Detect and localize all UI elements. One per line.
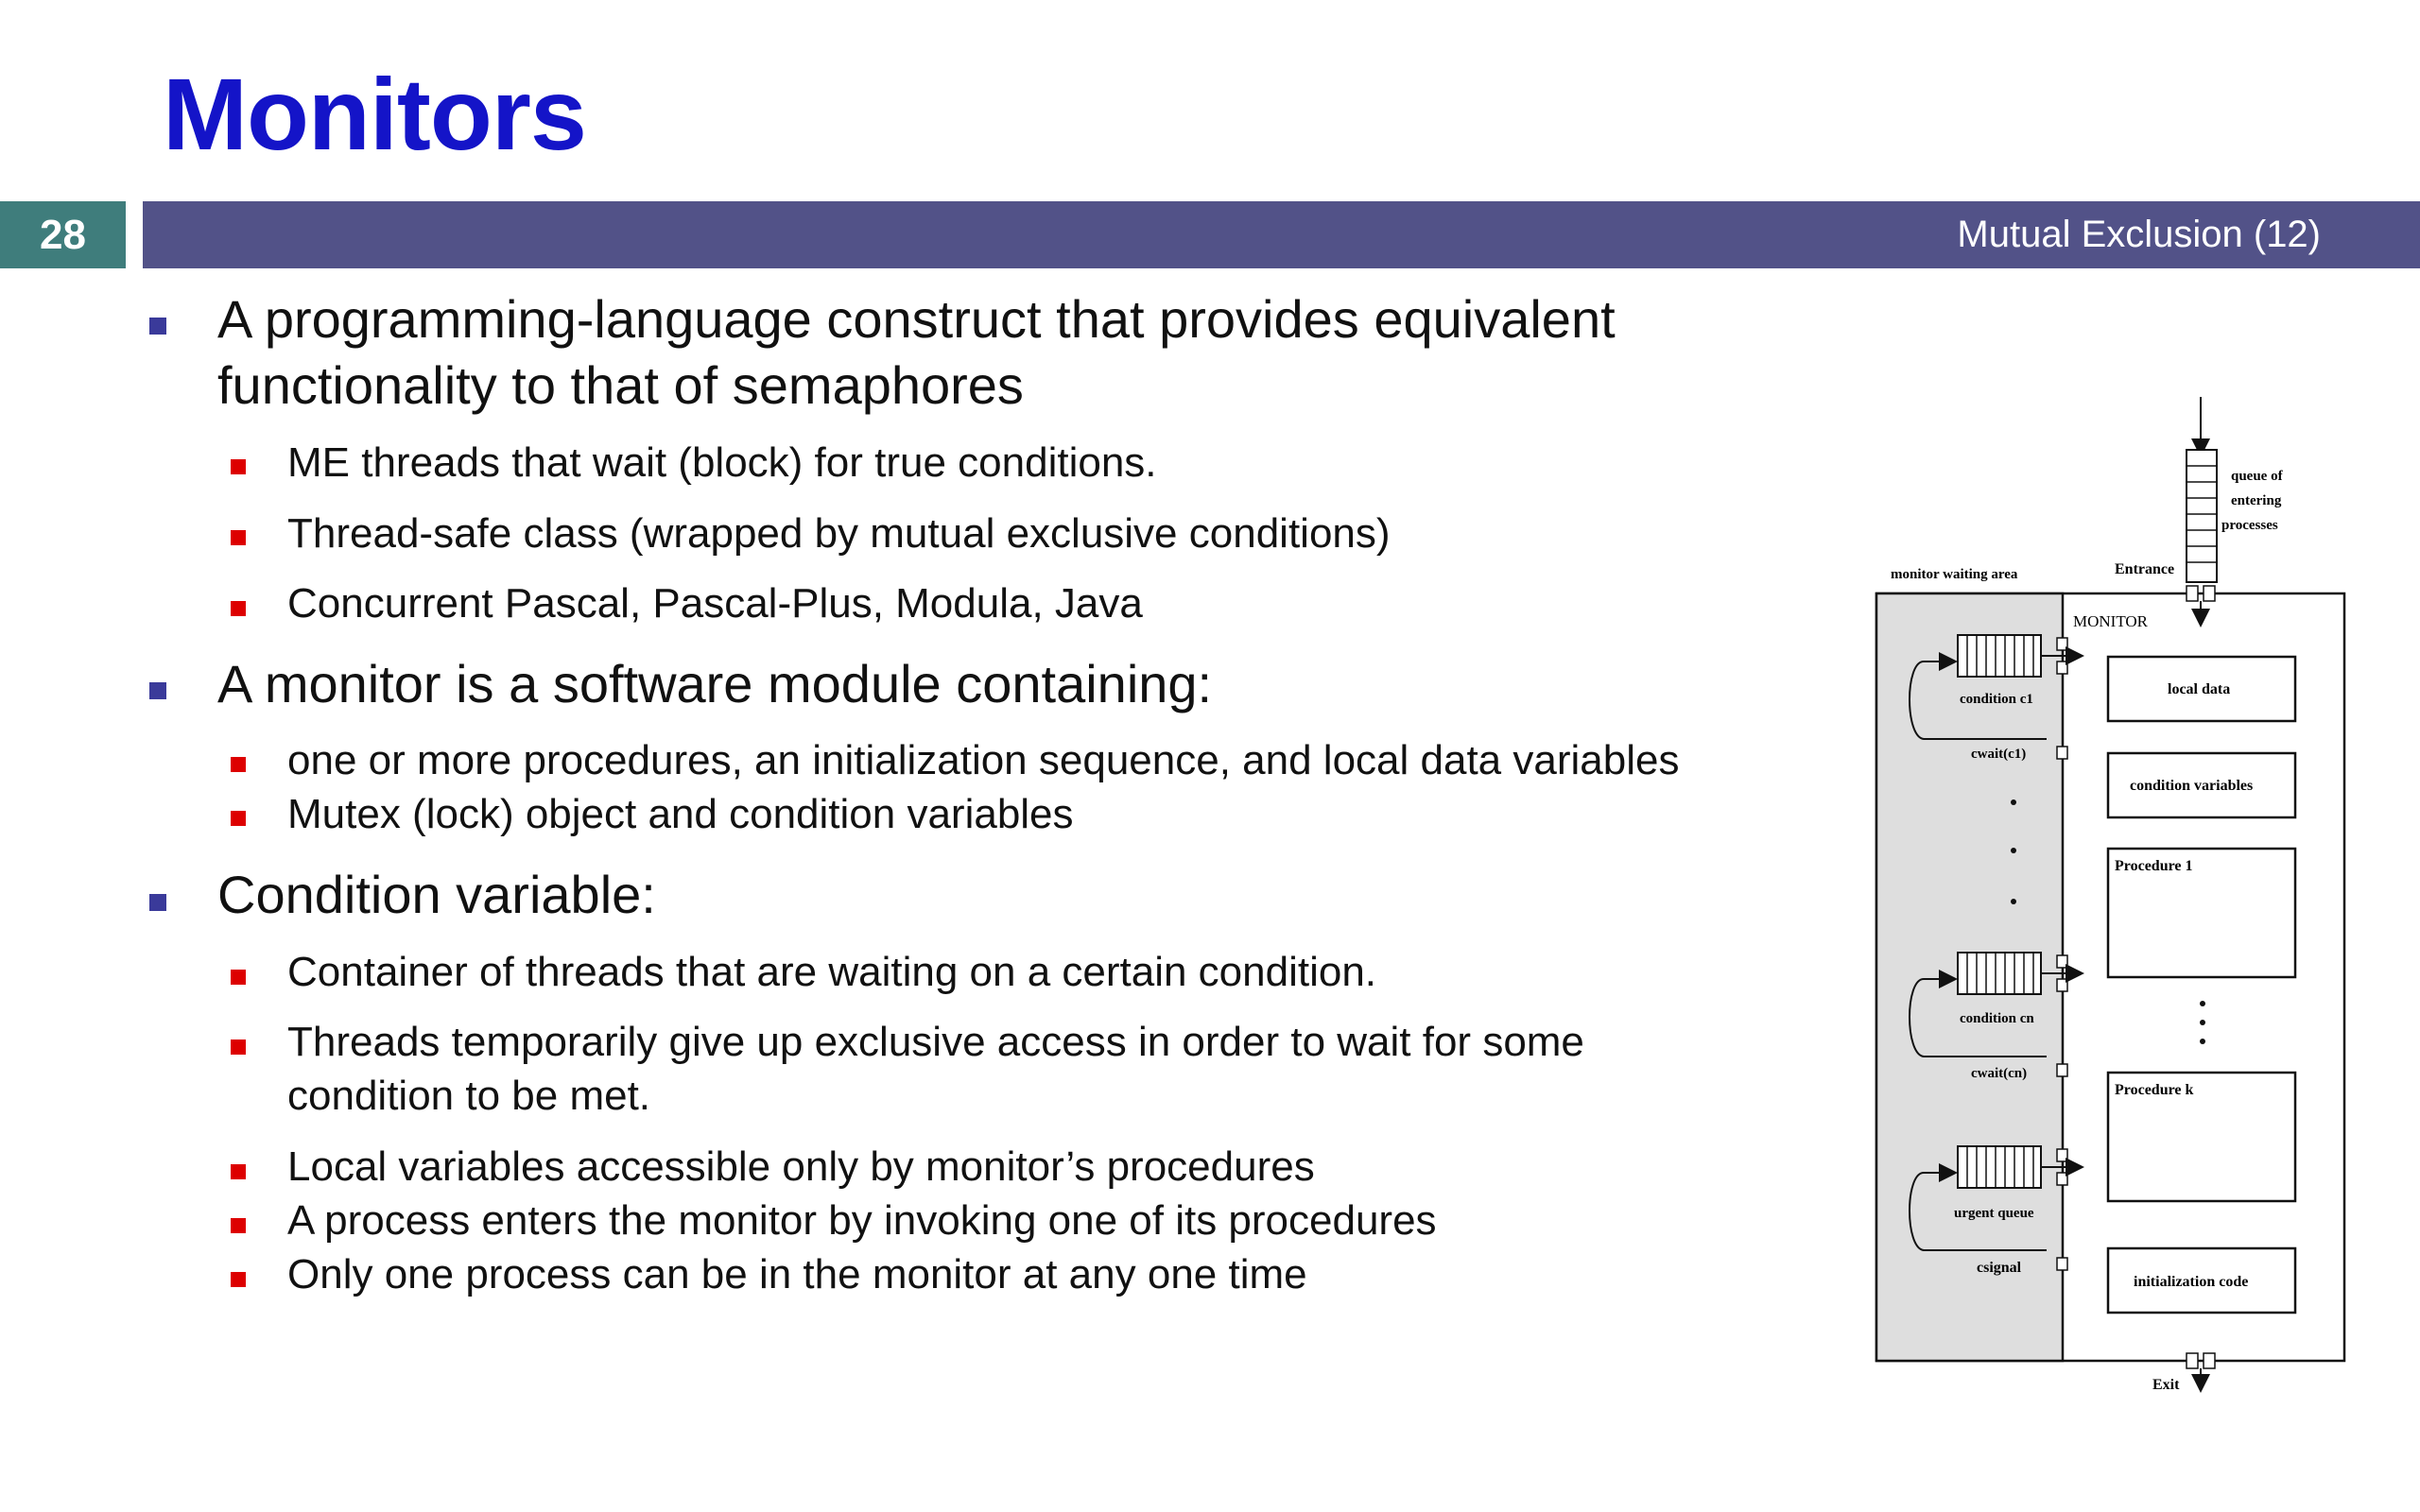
local-data-box: [2106, 655, 2297, 723]
queue-label: queue of: [2231, 469, 2284, 484]
condition-c1-label: condition c1: [1960, 692, 2033, 707]
exit-label: Exit: [2152, 1377, 2180, 1393]
urgent-queue-label: urgent queue: [1954, 1206, 2034, 1221]
bullet-marker: [149, 318, 166, 335]
csignal-label: csignal: [1977, 1260, 2022, 1276]
procedure-1-box: [2106, 847, 2297, 979]
sub-bullet-text: A process enters the monitor by invoking…: [287, 1197, 1437, 1244]
sub-bullet-text: Concurrent Pascal, Pascal-Plus, Modula, …: [287, 580, 1143, 627]
sub-bullet-marker: [231, 757, 246, 772]
bullet-text: functionality to that of semaphores: [217, 355, 1024, 415]
sub-bullet-text: Threads temporarily give up exclusive ac…: [287, 1019, 1584, 1065]
entering-queue: [2186, 449, 2218, 583]
bullet-marker: [149, 682, 166, 699]
sub-bullet-marker: [231, 811, 246, 826]
slide-title: Monitors: [163, 57, 587, 171]
condition-c1-queue: [1957, 634, 2042, 678]
monitor-diagram: queue of entering processes Entrance mon…: [1875, 397, 2346, 1393]
sub-bullet-text: ME threads that wait (block) for true co…: [287, 439, 1157, 486]
bullet-text: Condition variable:: [217, 865, 656, 924]
sub-bullet-marker: [231, 459, 246, 474]
queue-label: entering: [2231, 493, 2282, 508]
sub-bullet-marker: [231, 530, 246, 545]
local-data-label: local data: [2168, 681, 2230, 697]
cwait-cn-label: cwait(cn): [1971, 1066, 2027, 1081]
bullet-marker: [149, 894, 166, 911]
sub-bullet-marker: [231, 1272, 246, 1287]
waiting-area-label: monitor waiting area: [1891, 567, 2018, 582]
sub-bullet-text: Local variables accessible only by monit…: [287, 1143, 1315, 1190]
sub-bullet-marker: [231, 970, 246, 985]
header-label: Mutual Exclusion (12): [1957, 214, 2321, 255]
initialization-code-box: [2106, 1246, 2297, 1314]
initialization-code-label: initialization code: [2134, 1274, 2248, 1290]
condition-variables-box: [2106, 751, 2297, 819]
procedure-k-box: [2106, 1071, 2297, 1203]
condition-cn-label: condition cn: [1960, 1011, 2034, 1026]
sub-bullet-marker: [231, 1218, 246, 1233]
urgent-queue: [1957, 1145, 2042, 1189]
bullet-text: A programming-language construct that pr…: [217, 289, 1616, 349]
sub-bullet-text: condition to be met.: [287, 1073, 651, 1119]
cwait-c1-label: cwait(c1): [1971, 747, 2026, 762]
sub-bullet-text: Thread-safe class (wrapped by mutual exc…: [287, 510, 1391, 557]
sub-bullet-marker: [231, 1164, 246, 1179]
slide-number: 28: [0, 201, 126, 268]
condition-cn-queue: [1957, 952, 2042, 995]
sub-bullet-marker: [231, 1040, 246, 1055]
condition-variables-label: condition variables: [2130, 778, 2253, 794]
sub-bullet-marker: [231, 601, 246, 616]
sub-bullet-text: Only one process can be in the monitor a…: [287, 1251, 1307, 1297]
monitor-label: MONITOR: [2073, 612, 2149, 630]
header-bar: Mutual Exclusion (12): [143, 201, 2420, 268]
procedure-1-label: Procedure 1: [2115, 858, 2193, 874]
sub-bullet-text: one or more procedures, an initializatio…: [287, 737, 1680, 783]
sub-bullet-text: Mutex (lock) object and condition variab…: [287, 791, 1074, 837]
bullet-text: A monitor is a software module containin…: [217, 654, 1213, 713]
procedure-k-label: Procedure k: [2115, 1082, 2194, 1098]
entrance-label: Entrance: [2115, 561, 2174, 577]
queue-label: processes: [2221, 518, 2278, 533]
sub-bullet-text: Container of threads that are waiting on…: [287, 949, 1377, 995]
